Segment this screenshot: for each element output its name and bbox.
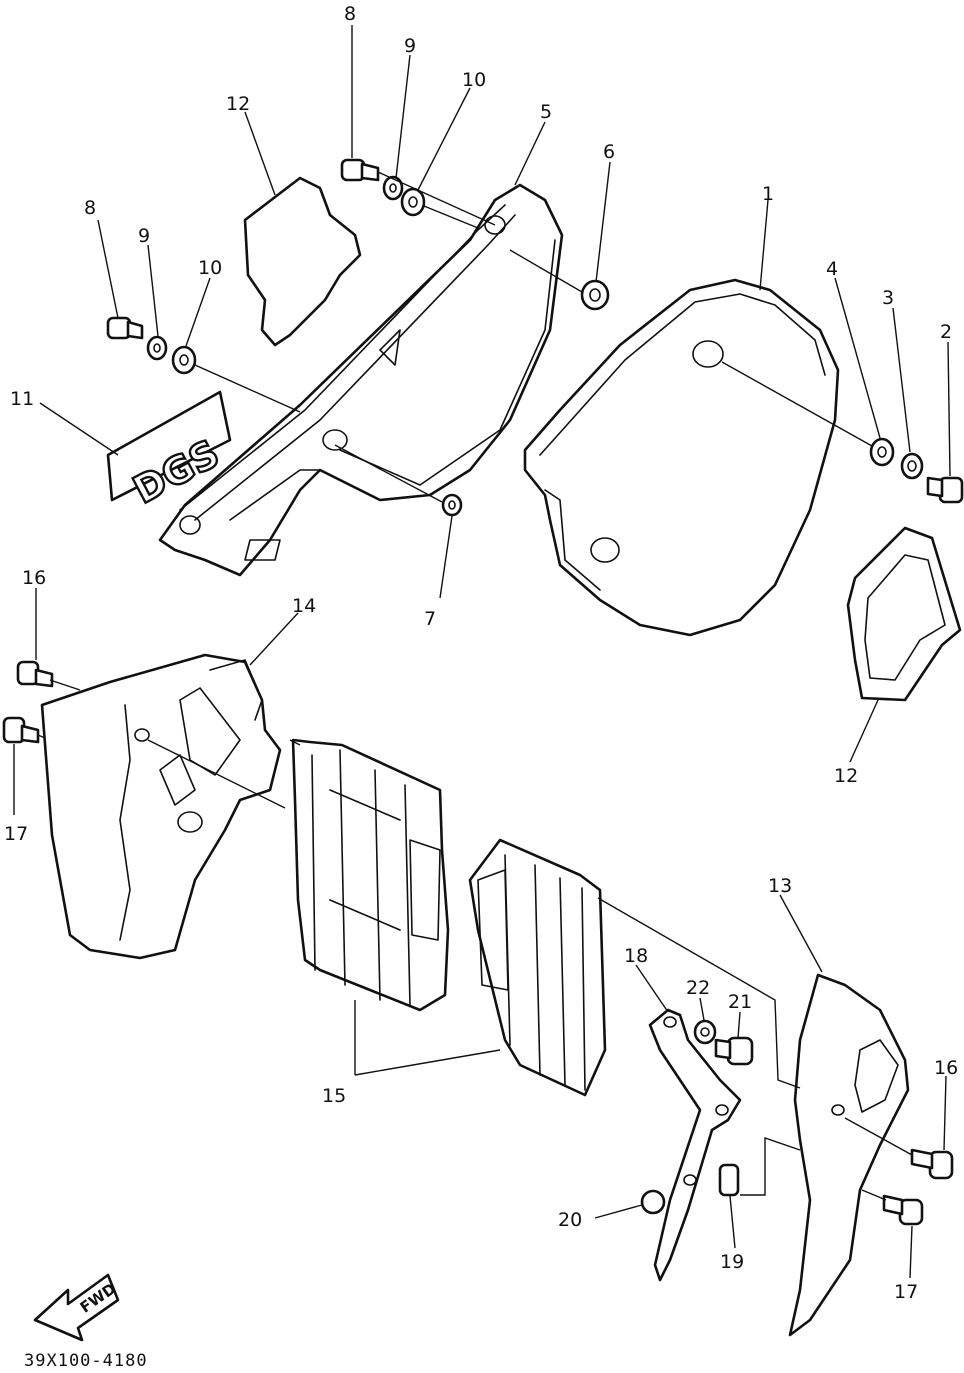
callout-13: 13 bbox=[768, 875, 792, 897]
drawing-code: 39X100-4180 bbox=[24, 1351, 148, 1371]
callout-labels: 8 9 10 5 6 12 8 9 10 1 4 3 2 11 7 16 14 … bbox=[4, 3, 958, 1303]
bolt-part-17-right bbox=[882, 1194, 924, 1226]
bolt-part-17-left bbox=[2, 716, 40, 744]
gasket-part-12-upper bbox=[243, 176, 362, 347]
callout-21: 21 bbox=[728, 991, 752, 1013]
number-plate-part-14 bbox=[40, 653, 282, 960]
bolt-part-16-right bbox=[910, 1148, 954, 1180]
callout-12-upper: 12 bbox=[226, 93, 250, 115]
radiator-guard-part-15-right bbox=[468, 838, 607, 1097]
radiator-guard-part-15-left bbox=[291, 738, 450, 1012]
callout-3: 3 bbox=[882, 287, 894, 309]
callout-8-upper: 8 bbox=[344, 3, 356, 25]
callout-4: 4 bbox=[826, 258, 838, 280]
callout-9-upper: 9 bbox=[404, 35, 416, 57]
washer-part-9-upper bbox=[382, 175, 404, 201]
bolt-part-8-lower bbox=[106, 316, 144, 340]
callout-6: 6 bbox=[603, 141, 615, 163]
callout-12-right: 12 bbox=[834, 765, 858, 787]
callout-15: 15 bbox=[322, 1085, 346, 1107]
callout-8-lower: 8 bbox=[84, 197, 96, 219]
washer-part-9-lower bbox=[146, 335, 168, 361]
bolt-part-16-left bbox=[16, 660, 54, 688]
callout-1: 1 bbox=[762, 183, 774, 205]
callout-7: 7 bbox=[424, 608, 436, 630]
grommet-part-19 bbox=[718, 1163, 740, 1197]
callout-9-lower: 9 bbox=[138, 225, 150, 247]
callout-16-right: 16 bbox=[934, 1057, 958, 1079]
assembly-lines bbox=[37, 171, 913, 1201]
bolt-part-8-upper bbox=[340, 158, 380, 182]
gasket-part-12-right bbox=[846, 526, 962, 702]
side-cover-frame-part-5 bbox=[158, 183, 564, 577]
bolt-part-2 bbox=[926, 476, 964, 504]
callout-16-left: 16 bbox=[22, 567, 46, 589]
callout-5: 5 bbox=[540, 101, 552, 123]
callout-18: 18 bbox=[624, 945, 648, 967]
callout-17-left: 17 bbox=[4, 823, 28, 845]
callout-2: 2 bbox=[940, 321, 952, 343]
side-cover-part-1 bbox=[523, 278, 840, 637]
callout-17-right: 17 bbox=[894, 1281, 918, 1303]
number-plate-part-13 bbox=[788, 973, 910, 1337]
grommet-part-6 bbox=[580, 279, 610, 311]
cap-part-20 bbox=[640, 1189, 666, 1215]
callout-leaders bbox=[13, 25, 951, 1279]
callout-20: 20 bbox=[558, 1209, 582, 1231]
bolt-part-21 bbox=[714, 1036, 754, 1066]
callout-19: 19 bbox=[720, 1251, 744, 1273]
fwd-arrow-icon: FWD bbox=[33, 1273, 120, 1342]
collar-part-10-upper bbox=[400, 187, 426, 217]
callout-11: 11 bbox=[10, 388, 34, 410]
bracket-part-18 bbox=[648, 1008, 742, 1282]
callout-10-upper: 10 bbox=[462, 69, 486, 91]
collar-part-4 bbox=[869, 437, 895, 467]
callout-22: 22 bbox=[686, 977, 710, 999]
washer-part-3 bbox=[900, 452, 924, 480]
callout-10-lower: 10 bbox=[198, 257, 222, 279]
collar-part-10-lower bbox=[171, 345, 197, 375]
callout-14: 14 bbox=[292, 595, 316, 617]
grommet-part-7 bbox=[441, 493, 463, 517]
washer-part-22 bbox=[693, 1019, 717, 1045]
